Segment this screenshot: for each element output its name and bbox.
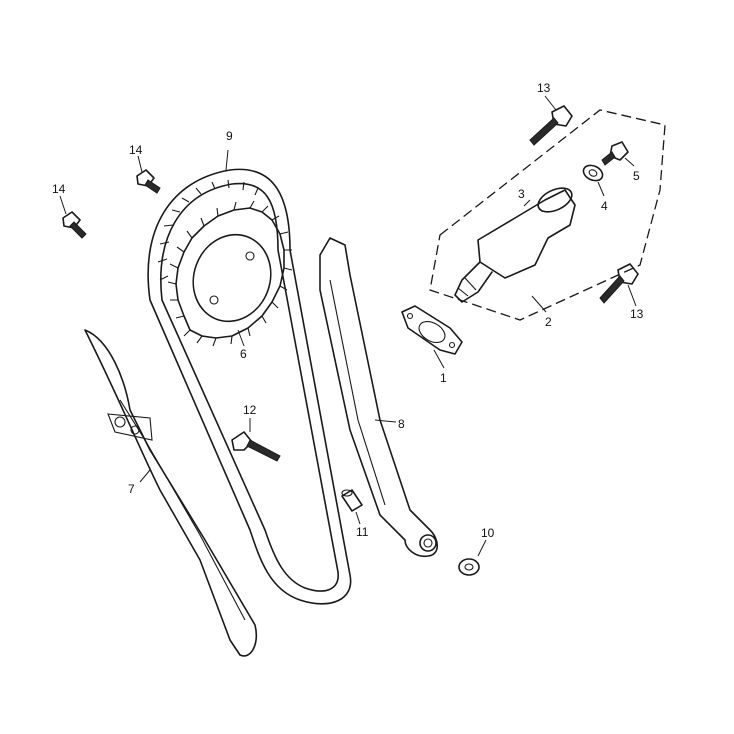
callout-12: 12 <box>243 403 257 417</box>
bolt-14-left[interactable] <box>62 211 87 239</box>
tensioner-body[interactable] <box>454 183 576 303</box>
bolt-5[interactable] <box>601 141 629 166</box>
bolt-14-right[interactable] <box>136 169 161 194</box>
callout-14-right: 14 <box>129 143 143 157</box>
gasket[interactable] <box>401 305 463 355</box>
callout-9: 9 <box>226 129 233 143</box>
cam-chain[interactable] <box>147 168 352 605</box>
callout-2: 2 <box>545 315 552 329</box>
tensioner-guide[interactable] <box>319 237 439 558</box>
callout-6: 6 <box>240 347 247 361</box>
cam-sprocket[interactable] <box>167 200 293 347</box>
chain-guide-left[interactable] <box>84 329 258 657</box>
bolt-12[interactable] <box>231 431 281 462</box>
bolt-13-bottom[interactable] <box>599 263 639 304</box>
callout-1: 1 <box>440 371 447 385</box>
washer-10[interactable] <box>458 558 480 576</box>
leader-lines <box>59 95 637 557</box>
callout-13-top: 13 <box>537 81 551 95</box>
callout-14-left: 14 <box>52 182 66 196</box>
callout-7: 7 <box>128 482 135 496</box>
callout-3: 3 <box>518 187 525 201</box>
guide-pin[interactable] <box>341 489 363 512</box>
callout-10: 10 <box>481 526 495 540</box>
bolt-13-top[interactable] <box>529 105 573 146</box>
callout-8: 8 <box>398 417 405 431</box>
callout-5: 5 <box>633 169 640 183</box>
callout-11: 11 <box>356 525 369 539</box>
tensioner-assembly-outline <box>429 109 666 321</box>
callout-4: 4 <box>601 199 608 213</box>
washer-4[interactable] <box>581 162 605 183</box>
callout-13-bottom: 13 <box>630 307 644 321</box>
